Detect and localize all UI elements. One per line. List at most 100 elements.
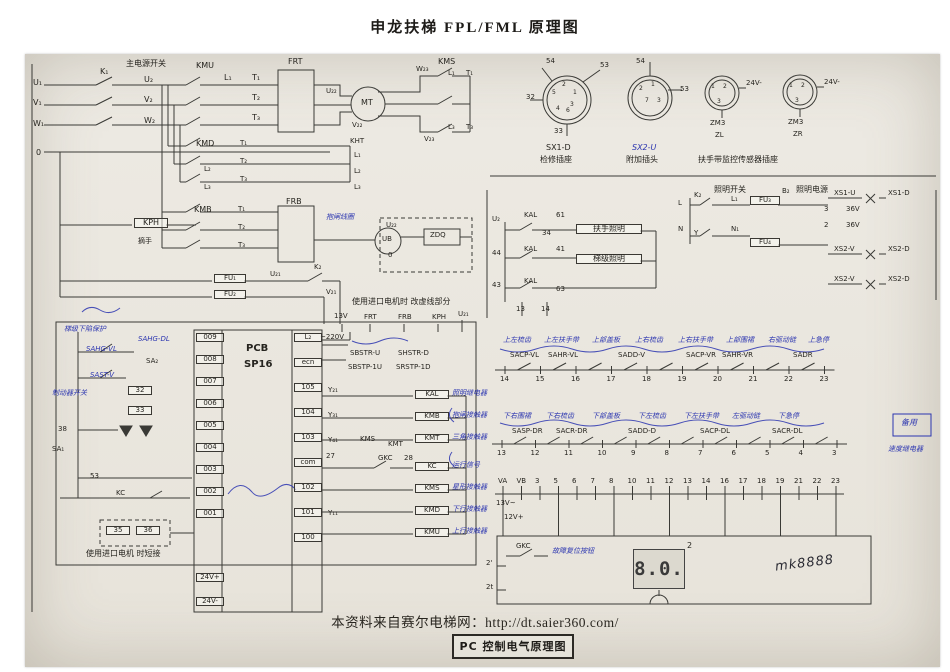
component-box: 103 <box>294 433 322 443</box>
component-box: 扶手照明 <box>576 224 642 235</box>
schematic-label: 53 <box>680 85 689 93</box>
terminal-number: 18 <box>642 375 651 383</box>
schematic-label: KHT <box>350 137 365 145</box>
schematic-label: KMD <box>196 139 215 148</box>
switch-label: SACR-DL <box>772 427 803 435</box>
page-title: 申龙扶梯 FPL/FML 原理图 <box>370 20 580 36</box>
schematic-label: T₃ <box>240 175 248 183</box>
schematic-label: U₂₂ <box>326 87 337 95</box>
diagram-stamp: PC 控制电气原理图 <box>452 634 574 659</box>
terminal-number: 6 <box>731 449 736 457</box>
schematic-label: V₂₂ <box>352 121 363 129</box>
schematic-label: 使用进口电机 时短接 <box>86 549 161 558</box>
schematic-label: 扶手带监控传感器插座 <box>698 155 778 164</box>
handwritten-note: 运行信号 <box>452 461 480 469</box>
handwritten-note: 制动器开关 <box>52 389 87 397</box>
schematic-label: 1 <box>573 89 577 96</box>
schematic-label: FRT <box>288 57 303 66</box>
handwritten-note: 下急停 <box>778 412 799 420</box>
schematic-label: 53 <box>90 472 99 480</box>
schematic-label: L₁ <box>224 73 232 82</box>
switch-label: SASP-DR <box>512 427 543 435</box>
schematic-label: 3 <box>795 97 799 104</box>
schematic-label: ZM3 <box>710 119 726 127</box>
handwritten-note: 上左梳齿 <box>503 336 531 344</box>
schematic-label: SRSTP-1D <box>396 363 431 371</box>
schematic-label: N <box>678 225 684 233</box>
terminal-number: 8 <box>609 477 614 485</box>
motor-label: MT <box>361 98 373 107</box>
component-box: com <box>294 458 322 468</box>
component-box: ecn <box>294 358 322 368</box>
handwritten-note: 梯级下陷保护 <box>64 325 106 333</box>
schematic-label: 12V+ <box>504 513 524 521</box>
handwritten-note: 右驱动链 <box>768 336 796 344</box>
component-box: 008 <box>196 355 224 365</box>
handwritten-note: 故障复位按钮 <box>552 547 594 555</box>
schematic-label: 13 <box>516 305 525 313</box>
handwritten-note: 抱闸接触器 <box>452 411 487 419</box>
schematic-label: 主电源开关 <box>126 59 166 68</box>
terminal-number: 3 <box>535 477 540 485</box>
component-box: 24V- <box>196 597 224 607</box>
handwritten-note: 左驱动链 <box>732 412 760 420</box>
display-superscript: 2 <box>687 541 693 550</box>
component-box: FU₃ <box>750 196 780 206</box>
relay-kal: KAL <box>415 390 449 400</box>
schematic-label: V₁ <box>33 98 42 107</box>
schematic-label: KC <box>116 489 126 497</box>
switch-label: SACP-VR <box>686 351 716 359</box>
terminal-number: 21 <box>794 477 803 485</box>
schematic-label: SBSTP-1U <box>348 363 383 371</box>
schematic-label: V₂ <box>144 95 153 104</box>
terminal-number: VB <box>516 477 527 485</box>
schematic-label: 24V- <box>746 79 762 87</box>
schematic-label: SBSTR-U <box>350 349 381 357</box>
terminal-number: 20 <box>713 375 722 383</box>
schematic-label: 摘手 <box>138 237 152 245</box>
terminal-number: 22 <box>812 477 822 485</box>
terminal-number: 16 <box>571 375 580 383</box>
schematic-label: ~220V <box>320 333 345 341</box>
schematic-label: 2t <box>486 583 494 591</box>
schematic-label: T₃ <box>466 123 474 131</box>
handwritten-note: 上部盖板 <box>592 336 620 344</box>
terminal-number: 17 <box>738 477 748 485</box>
schematic-label: 附加插头 <box>626 155 658 164</box>
schematic-label: V₂₁ <box>326 288 337 296</box>
relay-kmb: KMB <box>415 412 449 422</box>
pcb-label: PCB <box>246 343 269 354</box>
switch-label: SADD-V <box>618 351 646 359</box>
schematic-label: T₃ <box>238 241 246 249</box>
terminal-number: 5 <box>553 477 558 485</box>
schematic-label: U₂₁ <box>458 310 469 318</box>
relay-kmd: KMD <box>415 506 449 516</box>
schematic-label: V₂₃ <box>424 135 435 143</box>
handwritten-note: 抱闸线圈 <box>326 213 354 221</box>
schematic-label: 7 <box>645 97 649 104</box>
schematic-label: 61 <box>556 211 565 219</box>
handwritten-note: 上行接触器 <box>452 527 487 535</box>
schematic-label: SX1-D <box>546 143 571 152</box>
component-box: 004 <box>196 443 224 453</box>
schematic-label: SA₂ <box>146 357 159 365</box>
schematic-label: GKC <box>378 454 393 462</box>
terminal-number: 7 <box>590 477 595 485</box>
component-box: 24V+ <box>196 573 224 583</box>
terminal-number: 16 <box>720 477 729 485</box>
schematic-label: ZDQ <box>430 231 446 239</box>
schematic-label: KAL <box>524 245 538 253</box>
schematic-label: 36V <box>846 205 860 213</box>
schematic-label: 34 <box>542 229 551 237</box>
schematic-label: XS2-D <box>888 275 910 283</box>
component-box: 001 <box>196 509 224 519</box>
schematic-label: 4 <box>556 105 560 112</box>
schematic-label: XS1-U <box>834 189 856 197</box>
component-box: FU₄ <box>750 238 780 248</box>
schematic-label: 照明开关 <box>714 185 746 194</box>
handwritten-note: SX2-U <box>632 143 657 152</box>
schematic-label: L₃ <box>354 183 361 191</box>
terminal-number: 17 <box>606 375 616 383</box>
